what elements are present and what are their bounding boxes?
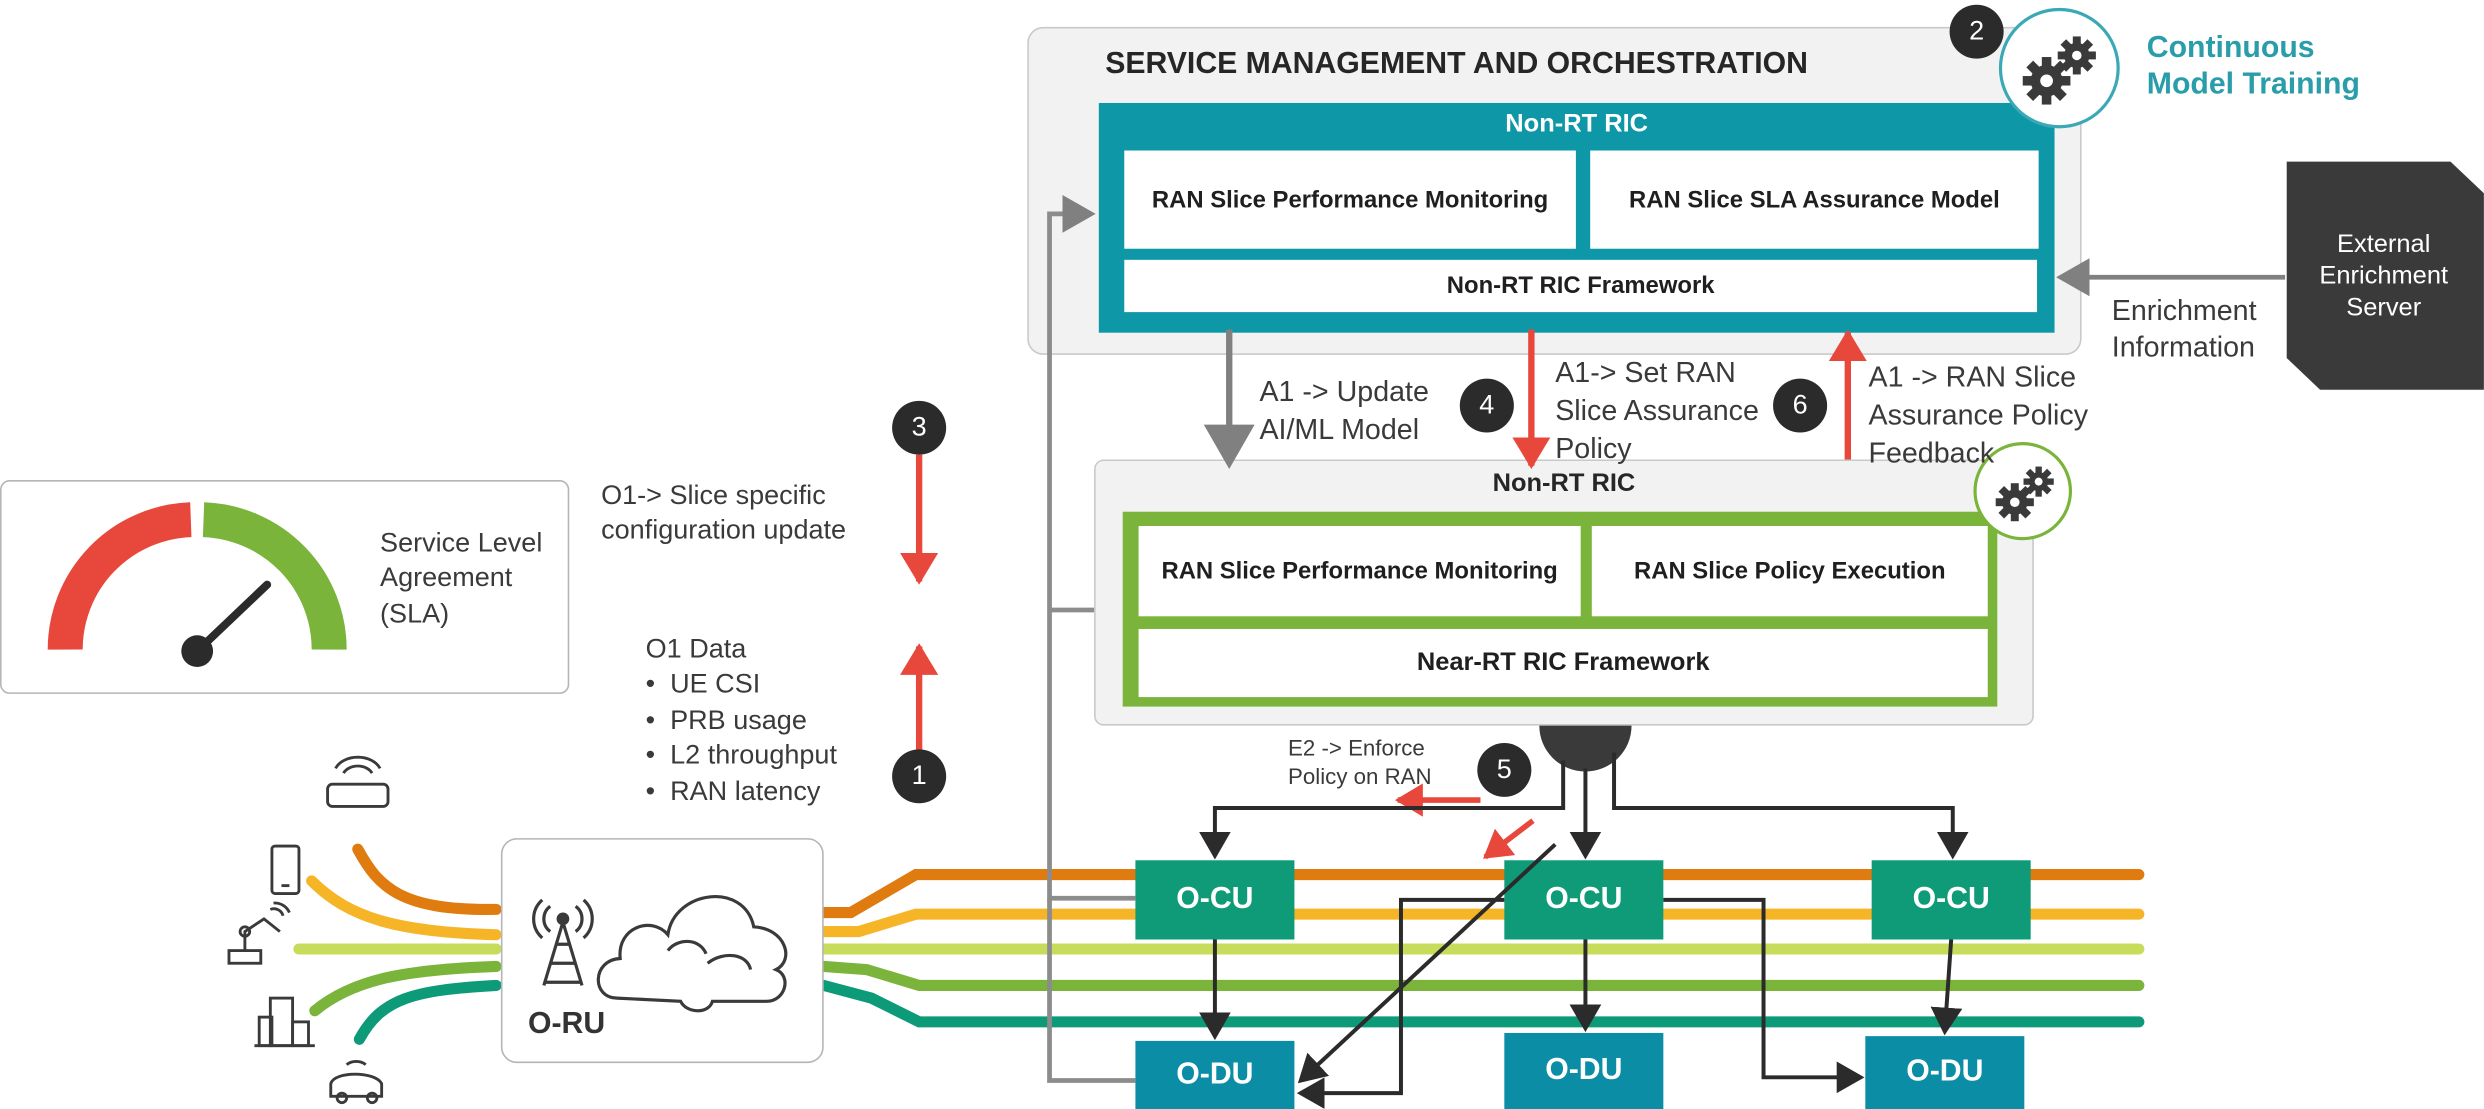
vr-headset-icon	[326, 755, 390, 808]
o1-config-label: O1-> Slice specific configuration update	[601, 480, 847, 546]
gear-icon	[2022, 36, 2096, 105]
step-5-badge: 5	[1477, 743, 1532, 797]
e2-arrow-diag	[1483, 818, 1535, 860]
step-2-badge: 2	[1949, 4, 2004, 59]
city-icon	[254, 996, 315, 1048]
smo-framework: Non-RT RIC Framework	[1124, 259, 2038, 313]
a1-set-policy-label: A1-> Set RAN Slice Assurance Policy	[1555, 356, 1759, 464]
near-rt-ric-title: Non-RT RIC	[1492, 470, 1636, 498]
a1-feedback-label: A1 -> RAN Slice Assurance Policy Feedbac…	[1868, 361, 2089, 469]
near-rt-gear-icon	[1973, 442, 2073, 541]
o-cu-3: O-CU	[1871, 860, 2031, 940]
slice-line-teal	[353, 979, 2145, 1045]
o-du-3: O-DU	[1865, 1036, 2025, 1109]
o-du-1: O-DU	[1135, 1040, 1295, 1109]
near-rt-perf-monitoring: RAN Slice Performance Monitoring	[1138, 525, 1581, 617]
o1-data-label: O1 Data • UE CSI • PRB usage • L2 throug…	[645, 633, 837, 807]
step-3-badge: 3	[892, 400, 947, 455]
cloud-icon	[596, 895, 788, 1013]
step-4-badge: 4	[1459, 378, 1514, 433]
smo-title: SERVICE MANAGEMENT AND ORCHESTRATION	[1105, 47, 1808, 81]
o-cu-1: O-CU	[1135, 860, 1295, 940]
enrichment-label: Enrichment Information	[2111, 294, 2257, 363]
sla-label: Service Level Agreement (SLA)	[380, 527, 543, 629]
smo-non-rt-ric-title: Non-RT RIC	[1505, 110, 1649, 138]
step-6-badge: 6	[1773, 378, 1828, 433]
cell-tower-icon	[532, 898, 594, 986]
step-1-badge: 1	[892, 749, 947, 804]
robot-arm-icon	[227, 901, 291, 965]
oru-label: O-RU	[527, 1007, 606, 1041]
smo-sla-model: RAN Slice SLA Assurance Model	[1590, 150, 2039, 249]
training-gear-icon	[1998, 7, 2120, 129]
smo-perf-monitoring: RAN Slice Performance Monitoring	[1124, 150, 1576, 249]
o-du-2: O-DU	[1504, 1032, 1664, 1109]
near-rt-framework: Near-RT RIC Framework	[1138, 628, 1988, 698]
e2-hub	[1539, 725, 1632, 772]
o1-loop-line	[1047, 194, 1136, 901]
near-rt-policy-execution: RAN Slice Policy Execution	[1591, 525, 1988, 617]
o-cu-2: O-CU	[1504, 860, 1664, 940]
training-label: Continuous Model Training	[2146, 31, 2360, 102]
slice-line-green	[309, 960, 2145, 1017]
external-server-label: External Enrichment Server	[2319, 231, 2449, 322]
a1-update-label: A1 -> Update AI/ML Model	[1259, 375, 1429, 445]
car-icon	[329, 1060, 384, 1105]
phone-icon	[270, 844, 301, 895]
e2-label: E2 -> Enforce Policy on RAN	[1288, 735, 1432, 789]
